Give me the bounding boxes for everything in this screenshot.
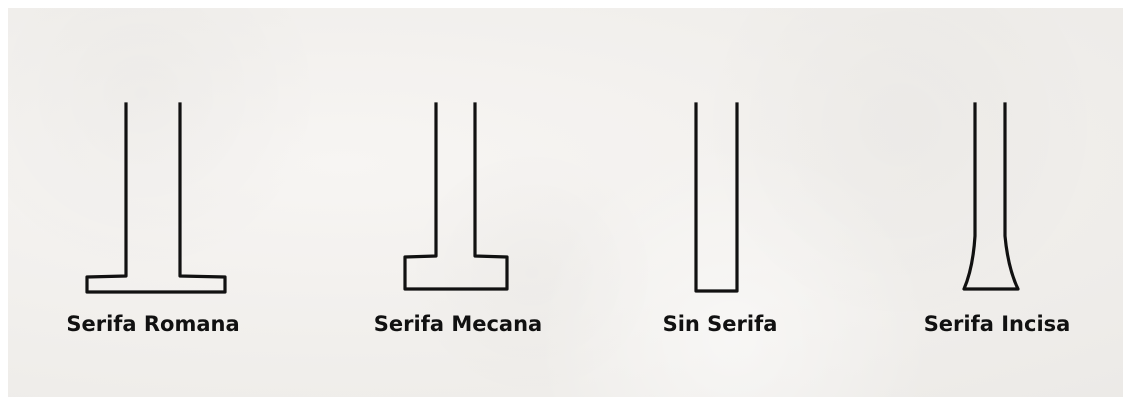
label-serifa-romana: Serifa Romana [66,312,239,336]
serif-romana-shape [87,104,225,292]
serif-incisa-shape [964,104,1018,289]
serif-mecana-shape [405,104,507,289]
label-serifa-mecana: Serifa Mecana [374,312,542,336]
label-sin-serifa: Sin Serifa [663,312,778,336]
sans-serif-shape [696,104,737,291]
label-serifa-incisa: Serifa Incisa [924,312,1071,336]
